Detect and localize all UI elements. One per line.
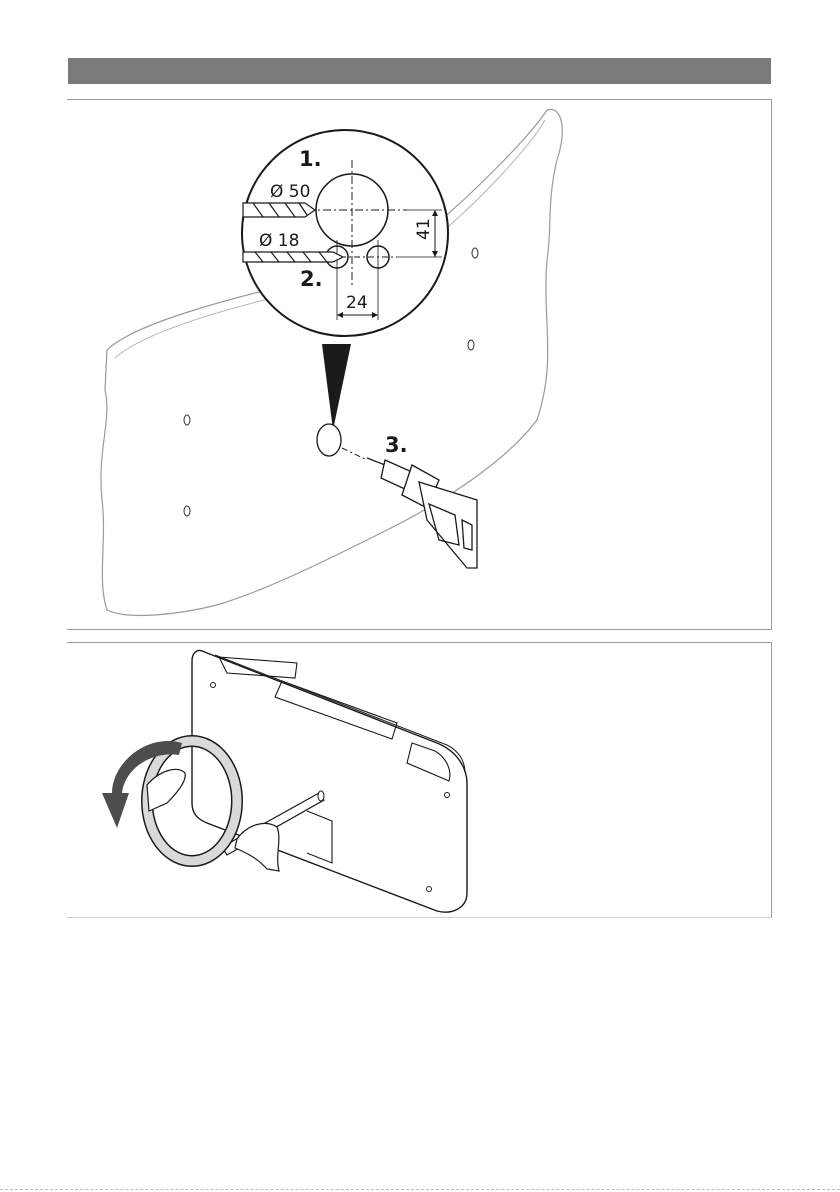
step-3-label: 3. (385, 433, 408, 457)
assembly-illustration (67, 643, 772, 919)
mount-hole (468, 340, 474, 350)
drill-bit-small (243, 252, 343, 262)
horizontal-dimension-label: 24 (346, 293, 368, 313)
drilling-figure-panel: 1. Ø 50 Ø 18 2. 41 24 3. (67, 99, 772, 630)
section-header-bar (68, 58, 771, 84)
assembly-figure-panel (67, 642, 772, 918)
small-hole-diameter-label: Ø 18 (259, 231, 299, 251)
vertical-dimension-label: 41 (414, 218, 434, 240)
page-bottom-rule (0, 1189, 840, 1190)
large-hole-diameter-label: Ø 50 (270, 182, 310, 202)
mount-hole (472, 248, 478, 258)
drilling-illustration: 1. Ø 50 Ø 18 2. 41 24 3. (67, 100, 772, 631)
mount-hole (184, 506, 190, 516)
mount-hole (184, 415, 190, 425)
step-1-label: 1. (299, 147, 322, 171)
power-drill (367, 458, 477, 568)
step-2-label: 2. (300, 267, 323, 291)
drill-bit-large (243, 203, 315, 217)
zoom-pointer (322, 344, 351, 430)
wall-recess (317, 424, 341, 456)
